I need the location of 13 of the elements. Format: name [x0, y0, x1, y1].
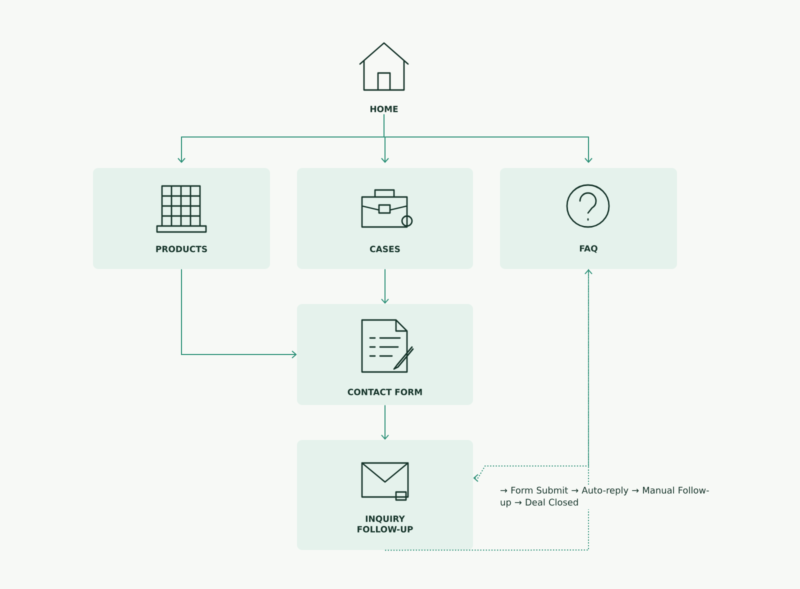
arrow — [381, 404, 389, 440]
process-box: INQUIRY FOLLOW-UP — [297, 440, 473, 550]
process-box: CONTACT FORM — [297, 304, 473, 405]
node-label: HOME — [370, 106, 398, 112]
arrow — [384, 114, 592, 163]
arrow — [381, 268, 389, 304]
process-box: CASES — [297, 168, 473, 269]
arrow — [384, 269, 592, 551]
process-box: FAQ — [500, 168, 677, 269]
arrow — [181, 268, 297, 358]
process-box: PRODUCTS — [93, 168, 270, 269]
edge-label: → Form Submit → Auto-reply → Manual Follow-up → Deal Closed — [498, 484, 716, 510]
arrow — [473, 268, 589, 482]
